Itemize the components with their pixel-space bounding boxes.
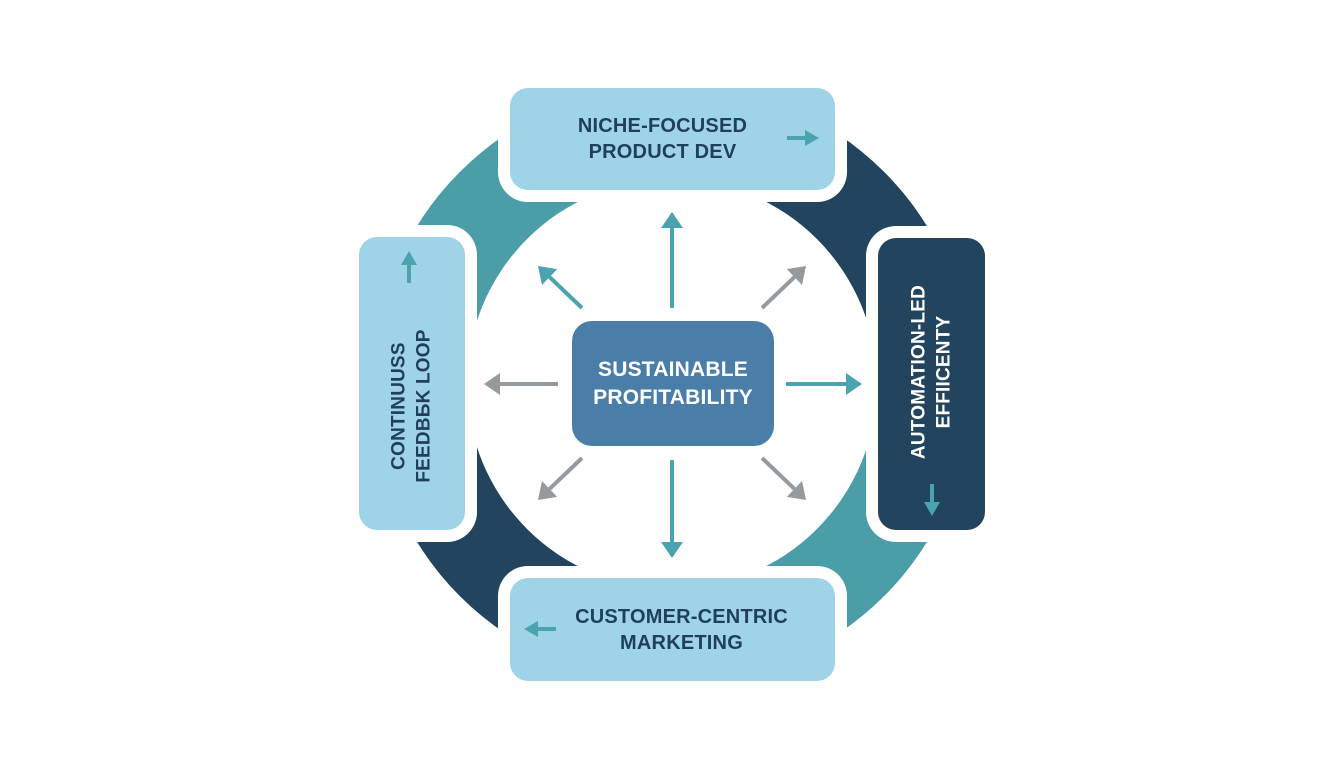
arrow-head: [538, 266, 558, 286]
stage-label: AUTOMATION-LED EFFIICENTY: [907, 285, 956, 459]
arrow-head: [661, 212, 683, 228]
radial-arrow-up-right: [760, 266, 806, 310]
center-label-line: PROFITABILITY: [593, 385, 753, 409]
radial-arrow-down-left: [538, 456, 584, 500]
stage-label-line: CONTINUUSS: [388, 341, 410, 470]
radial-arrow-up-left: [538, 266, 584, 310]
arrow-head: [538, 480, 558, 500]
stage-label-line: CUSTOMER-CENTRIC: [575, 605, 788, 628]
stage-feedback-loop: CONTINUUSS FEEDBБK LOOP: [359, 237, 465, 530]
radial-arrow-up: [661, 212, 683, 308]
center-label-line: SUSTAINABLE: [598, 358, 748, 382]
stage-niche-product-dev: NICHE-FOCUSED PRODUCT DEV: [510, 88, 835, 190]
arrow-shaft: [760, 456, 796, 491]
stage-customer-marketing: CUSTOMER-CENTRIC MARKETING: [510, 578, 835, 681]
center-label: SUSTAINABLE PROFITABILITY: [593, 356, 753, 411]
stage-label-line: MARKETING: [620, 631, 743, 654]
stage-label-line: FEEDBБK LOOP: [413, 328, 434, 483]
arrow-shaft: [548, 456, 584, 491]
arrow-shaft: [548, 275, 584, 310]
arrow-left-icon: [524, 621, 556, 637]
arrow-head: [484, 373, 500, 395]
stage-label-line: AUTOMATION-LED: [907, 284, 929, 460]
arrow-shaft: [760, 275, 796, 310]
arrow-up-icon: [401, 251, 417, 283]
arrow-right-icon: [787, 130, 819, 146]
radial-arrow-left: [484, 373, 558, 395]
arrow-head: [786, 266, 806, 286]
stage-label: CONTINUUSS FEEDBБK LOOP: [387, 329, 436, 482]
center-sustainable-profitability: SUSTAINABLE PROFITABILITY: [572, 321, 774, 446]
arrow-head: [661, 542, 683, 558]
stage-automation-efficiency: AUTOMATION-LED EFFIICENTY: [878, 238, 985, 530]
radial-arrow-right: [786, 373, 862, 395]
stage-label-line: PRODUCT DEV: [588, 141, 737, 163]
stage-label-line: NICHE-FOCUSED: [577, 115, 748, 137]
stage-label: NICHE-FOCUSED PRODUCT DEV: [578, 113, 747, 165]
stage-label: CUSTOMER-CENTRIC MARKETING: [575, 604, 788, 656]
arrow-down-icon: [924, 484, 940, 516]
arrow-head: [786, 480, 806, 500]
radial-arrows: [484, 212, 862, 558]
radial-arrow-down-right: [760, 456, 806, 500]
radial-arrow-down: [661, 460, 683, 558]
arrow-head: [846, 373, 862, 395]
stage-label-line: EFFIICENTY: [932, 315, 954, 429]
